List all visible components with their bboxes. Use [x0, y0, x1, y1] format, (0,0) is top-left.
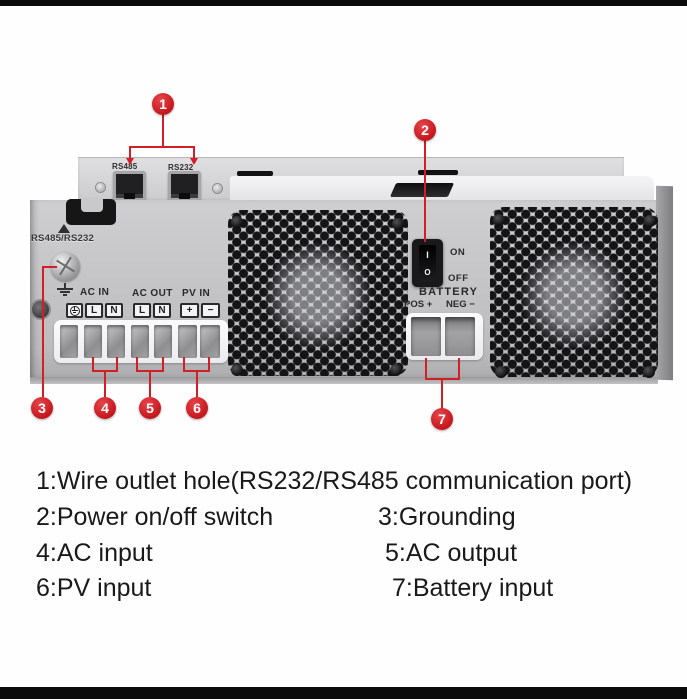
- switch-on-symbol: I: [426, 250, 429, 260]
- callout-line-4: [92, 357, 94, 372]
- bottom-black-bar: [0, 687, 687, 699]
- legend-item-4: 4:AC input: [36, 539, 153, 567]
- reset-breaker-icon: [30, 299, 51, 320]
- terminal-hole: [84, 325, 102, 358]
- legend-item-7: 7:Battery input: [392, 574, 554, 602]
- callout-line-6: [183, 357, 185, 372]
- top-black-bar: [0, 0, 687, 6]
- chassis-right-side: [656, 185, 673, 381]
- pv-in-label: PV IN: [182, 288, 211, 299]
- legend-item-1: 1:Wire outlet hole(RS232/RS485 communica…: [36, 467, 633, 495]
- terminal-box-ground: [66, 303, 83, 318]
- off-label: OFF: [448, 273, 469, 284]
- battery-label: BATTERY: [419, 286, 479, 298]
- wire-hook-icon: [66, 199, 116, 225]
- screw-icon: [392, 218, 404, 230]
- chassis-vent-slot: [418, 170, 458, 175]
- fan-blades: [516, 237, 632, 354]
- fan-blades: [260, 238, 376, 355]
- terminal-hole: [107, 325, 125, 358]
- screw-icon: [390, 364, 402, 376]
- callout-line-5: [136, 357, 138, 372]
- switch-off-symbol: O: [424, 268, 431, 277]
- callout-line-6: [208, 357, 210, 372]
- callout-line-7: [458, 358, 460, 380]
- callout-line-3: [42, 266, 44, 397]
- terminal-hole: [131, 325, 149, 358]
- terminal-hole: [200, 325, 220, 358]
- callout-arrow-icon: [126, 158, 134, 165]
- screw-icon: [231, 364, 243, 376]
- chassis-vent-slot: [237, 171, 273, 176]
- legend-item-2: 2:Power on/off switch: [36, 503, 274, 531]
- rs232-rj45-port-icon: [168, 171, 201, 201]
- screw-icon: [493, 214, 505, 226]
- callout-badge-5: 5: [139, 397, 161, 419]
- terminal-box-minus: −: [201, 303, 220, 318]
- callout-line-5: [149, 370, 151, 397]
- callout-line-4: [104, 370, 106, 397]
- terminal-hole: [178, 325, 197, 358]
- callout-badge-3: 3: [31, 397, 53, 419]
- battery-pos-label: POS +: [404, 299, 433, 310]
- legend-item-3: 3:Grounding: [378, 503, 516, 531]
- callout-line-6: [196, 370, 198, 397]
- callout-line-7: [425, 358, 427, 380]
- screw-icon: [644, 215, 656, 227]
- callout-badge-2: 2: [414, 119, 436, 141]
- legend-item-5: 5:AC output: [385, 539, 518, 567]
- terminal-box-l: L: [85, 303, 103, 318]
- battery-terminal-hole: [411, 317, 441, 356]
- rs485-rs232-panel-label: RS485/RS232: [31, 233, 94, 244]
- fan-grille-left: [228, 210, 408, 376]
- screw-icon: [96, 183, 105, 192]
- up-arrow-icon: [58, 224, 70, 233]
- wiring-terminal-strip: [54, 320, 228, 363]
- terminal-box-plus: +: [180, 303, 199, 318]
- callout-line-3: [42, 266, 57, 268]
- battery-neg-label: NEG −: [446, 299, 475, 310]
- terminal-box-n: N: [153, 303, 171, 318]
- power-switch-rocker: I O: [419, 245, 436, 281]
- callout-arrow-icon: [190, 158, 198, 165]
- terminal-box-n: N: [105, 303, 123, 318]
- screw-icon: [495, 366, 507, 378]
- rs232-port-label: RS232: [168, 163, 194, 172]
- ac-in-label: AC IN: [80, 287, 110, 298]
- callout-line-7: [441, 378, 443, 409]
- legend-item-6: 6:PV input: [36, 574, 152, 602]
- callout-line-1: [129, 146, 131, 159]
- callout-badge-6: 6: [186, 397, 208, 419]
- earth-ground-icon: [56, 283, 74, 296]
- callout-line-5: [162, 357, 164, 372]
- fan-grille-right: [490, 207, 658, 377]
- battery-terminal-hole: [445, 317, 475, 356]
- callout-line-1: [129, 146, 195, 148]
- power-switch: I O: [412, 239, 443, 287]
- wire-hook-notch: [81, 199, 103, 212]
- callout-line-2: [424, 140, 426, 242]
- terminal-hole: [60, 325, 78, 358]
- callout-line-4: [116, 357, 118, 372]
- chassis-bottom-edge: [30, 377, 658, 384]
- earth-ground-icon: [69, 305, 80, 316]
- callout-line-1: [162, 114, 164, 148]
- callout-line-1: [193, 146, 195, 159]
- battery-terminal-block: [406, 313, 483, 360]
- chassis-top-slot: [389, 183, 455, 197]
- ac-out-label: AC OUT: [132, 288, 173, 299]
- rs485-port-label: RS485: [112, 162, 138, 171]
- screw-icon: [213, 184, 222, 193]
- callout-badge-7: 7: [431, 408, 453, 430]
- terminal-hole: [154, 325, 172, 358]
- rs485-rj45-port-icon: [113, 171, 146, 201]
- terminal-box-l: L: [133, 303, 151, 318]
- callout-badge-4: 4: [94, 397, 116, 419]
- screw-icon: [231, 216, 243, 228]
- on-label: ON: [450, 247, 466, 258]
- screw-icon: [643, 366, 655, 378]
- callout-badge-1: 1: [152, 93, 174, 115]
